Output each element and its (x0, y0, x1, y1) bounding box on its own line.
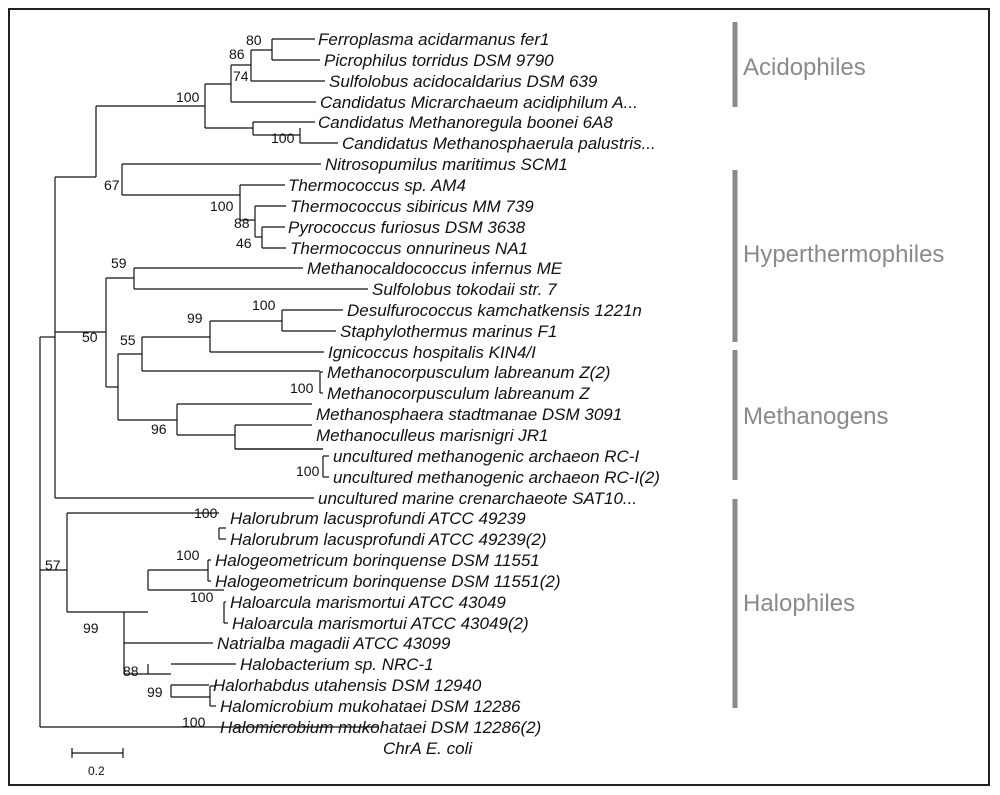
bootstrap-value: 100 (176, 547, 200, 563)
taxon-labels: Ferroplasma acidarmanus fer1 Picrophilus… (213, 30, 660, 758)
tree-frame (8, 8, 990, 786)
bootstrap-value: 99 (187, 310, 203, 326)
bootstrap-value: 55 (120, 332, 136, 348)
taxon-label: Halomicrobium mukohataei DSM 12286(2) (220, 718, 541, 737)
group-label-acidophiles: Acidophiles (743, 54, 866, 81)
bootstrap-value: 100 (190, 589, 214, 605)
taxon-label: Methanocorpusculum labreanum Z (327, 384, 590, 403)
bootstrap-value: 100 (271, 130, 295, 146)
taxon-label: uncultured marine crenarchaeote SAT10... (318, 489, 637, 508)
taxon-label: Candidatus Methanoregula boonei 6A8 (318, 113, 613, 132)
taxon-label: Desulfurococcus kamchatkensis 1221n (347, 301, 642, 320)
taxon-label: Thermococcus sibiricus MM 739 (290, 197, 534, 216)
bootstrap-value: 100 (210, 198, 234, 214)
taxon-label: Nitrosopumilus maritimus SCM1 (325, 155, 568, 174)
bootstrap-value: 100 (296, 463, 320, 479)
taxon-label: Sulfolobus acidocaldarius DSM 639 (329, 72, 598, 91)
taxon-label: Halorubrum lacusprofundi ATCC 49239(2) (230, 530, 547, 549)
bootstrap-value: 99 (83, 620, 99, 636)
bootstrap-value: 74 (233, 68, 249, 84)
taxon-label: Methanosphaera stadtmanae DSM 3091 (316, 405, 622, 424)
bootstrap-value: 100 (194, 505, 218, 521)
taxon-label: Ignicoccus hospitalis KIN4/I (328, 343, 536, 362)
taxon-label: uncultured methanogenic archaeon RC-I (333, 447, 639, 466)
taxon-label: Halobacterium sp. NRC-1 (240, 655, 434, 674)
tree-branches (39, 38, 379, 728)
taxon-label: Halogeometricum borinquense DSM 11551 (215, 551, 540, 570)
taxon-label: Candidatus Methanosphaerula palustris... (342, 134, 656, 153)
taxon-label: Methanocorpusculum labreanum Z(2) (327, 363, 610, 382)
taxon-label: Thermococcus sp. AM4 (288, 176, 466, 195)
taxon-label: Candidatus Micrarchaeum acidiphilum A... (320, 93, 638, 112)
taxon-label: ChrA E. coli (383, 739, 473, 758)
bootstrap-value: 99 (147, 684, 163, 700)
taxon-label: uncultured methanogenic archaeon RC-I(2) (333, 468, 660, 487)
bootstrap-value: 46 (236, 235, 252, 251)
bootstrap-value: 100 (290, 380, 314, 396)
bootstrap-value: 67 (104, 177, 120, 193)
taxon-label: Ferroplasma acidarmanus fer1 (318, 30, 549, 49)
taxon-label: Staphylothermus marinus F1 (340, 322, 557, 341)
scale-bar: 0.2 (71, 748, 124, 778)
bootstrap-value: 100 (252, 297, 276, 313)
bootstrap-value: 96 (151, 421, 167, 437)
taxon-label: Halogeometricum borinquense DSM 11551(2) (215, 572, 561, 591)
bootstrap-value: 50 (82, 329, 98, 345)
bootstrap-values: 80 86 74 100 100 67 100 88 46 59 100 99 … (45, 32, 320, 730)
group-label-methanogens: Methanogens (743, 403, 888, 430)
group-annotations: Acidophiles Hyperthermophiles Methanogen… (732, 22, 944, 708)
taxon-label: Halorubrum lacusprofundi ATCC 49239 (230, 509, 526, 528)
taxon-label: Sulfolobus tokodaii str. 7 (372, 280, 557, 299)
bootstrap-value: 86 (229, 46, 245, 62)
bootstrap-value: 88 (234, 215, 250, 231)
group-label-halophiles: Halophiles (743, 590, 855, 617)
scale-bar-label: 0.2 (88, 764, 105, 778)
taxon-label: Halomicrobium mukohataei DSM 12286 (220, 697, 521, 716)
bootstrap-value: 57 (45, 557, 61, 573)
taxon-label: Halorhabdus utahensis DSM 12940 (213, 676, 482, 695)
taxon-label: Pyrococcus furiosus DSM 3638 (288, 218, 526, 237)
group-label-hyperthermophiles: Hyperthermophiles (743, 241, 944, 268)
taxon-label: Picrophilus torridus DSM 9790 (324, 51, 554, 70)
taxon-label: Methanoculleus marisnigri JR1 (316, 426, 548, 445)
bootstrap-value: 100 (182, 714, 206, 730)
taxon-label: Haloarcula marismortui ATCC 43049(2) (232, 614, 529, 633)
taxon-label: Haloarcula marismortui ATCC 43049 (230, 593, 506, 612)
bootstrap-value: 59 (111, 255, 127, 271)
bootstrap-value: 100 (176, 89, 200, 105)
taxon-label: Methanocaldococcus infernus ME (307, 259, 563, 278)
bootstrap-value: 88 (123, 663, 139, 679)
taxon-label: Natrialba magadii ATCC 43099 (217, 634, 451, 653)
taxon-label: Thermococcus onnurineus NA1 (290, 239, 528, 258)
bootstrap-value: 80 (246, 32, 262, 48)
